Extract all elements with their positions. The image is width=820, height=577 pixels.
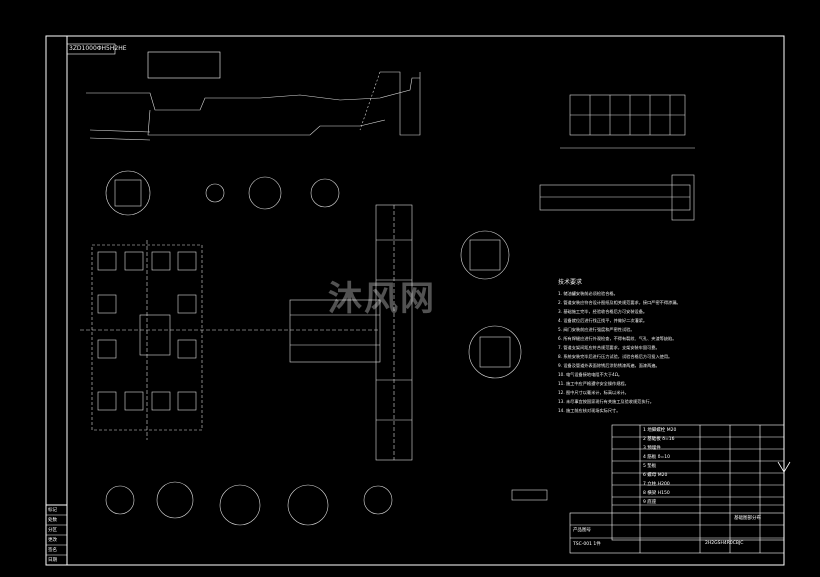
detail-views xyxy=(105,170,548,526)
note-line: 13. 未尽事宜按国家现行有关施工及验收规范执行。 xyxy=(558,399,654,404)
drawing-name: 基础图部分布 xyxy=(734,516,761,521)
drawing-number: 2H2GSH4R0CBJC xyxy=(705,541,744,546)
notes-title: 技术要求 xyxy=(558,279,583,286)
title-block-row: 6 螺母 M20 xyxy=(643,473,668,478)
revision-cell: 标记 xyxy=(48,508,57,513)
revision-cell: 分区 xyxy=(48,528,57,533)
note-line: 12. 图中尺寸以毫米计，标高以米计。 xyxy=(558,390,629,395)
revision-cell: 日期 xyxy=(48,558,57,563)
note-line: 6. 所有焊缝应进行外观检查，不得有裂纹、气孔、夹渣等缺陷。 xyxy=(558,336,677,341)
main-foundation-plan xyxy=(80,204,413,461)
title-block-row: 2 基础板 δ=16 xyxy=(643,437,675,442)
left-revision-table xyxy=(46,514,67,556)
product-label: 产品图号 xyxy=(573,528,591,533)
notes-list: 1. 储油罐安装前必须检验合格。 2. 管道安装应符合设计图纸及相关规范要求，接口… xyxy=(558,289,808,415)
drawing-code-label: 3ZD1000ΦH5H2HE xyxy=(69,45,127,52)
technical-notes: 技术要求 1. 储油罐安装前必须检验合格。 2. 管道安装应符合设计图纸及相关规范… xyxy=(558,278,808,415)
note-line: 11. 施工中应严格遵守安全操作规程。 xyxy=(558,381,629,386)
note-line: 2. 管道安装应符合设计图纸及相关规范要求，接口严密不得渗漏。 xyxy=(558,300,681,305)
title-block-row: 1 地脚螺栓 M20 xyxy=(643,428,677,433)
title-block-row: 3 预埋件 xyxy=(643,446,661,451)
note-line: 8. 系统安装完毕后进行压力试验，试验合格后方可投入使用。 xyxy=(558,354,673,359)
title-block-row: 8 横梁 H150 xyxy=(643,491,670,496)
title-block-row: 9 底座 xyxy=(643,500,657,505)
top-left-piping-view xyxy=(66,43,421,141)
note-line: 14. 施工前应核对现场实际尺寸。 xyxy=(558,408,621,413)
title-block-row: 7 立柱 H200 xyxy=(643,482,670,487)
watermark: 沐风网 xyxy=(328,279,436,319)
title-block-row: 5 垫板 xyxy=(643,464,657,469)
product-code: TSC-001 1件 xyxy=(573,542,601,547)
title-block xyxy=(569,424,785,554)
note-line: 5. 阀门安装前应进行强度和严密性试验。 xyxy=(558,327,635,332)
title-block-row: 4 筋板 δ=10 xyxy=(643,455,670,460)
drawing-frame xyxy=(45,35,785,566)
note-line: 1. 储油罐安装前必须检验合格。 xyxy=(558,291,618,296)
revision-cell: 处数 xyxy=(48,518,57,523)
note-line: 7. 管道支架间距应符合规范要求，支架安装牢固可靠。 xyxy=(558,345,660,350)
bottom-right-arrow-marker xyxy=(777,461,791,480)
note-line: 4. 设备就位后进行找正找平，并做好二次灌浆。 xyxy=(558,318,648,323)
note-line: 3. 基础施工完毕，经验收合格后方可安装设备。 xyxy=(558,309,648,314)
top-right-section-view xyxy=(539,94,695,221)
note-line: 10. 电气设备接地电阻不大于4Ω。 xyxy=(558,372,623,377)
revision-cell: 签名 xyxy=(48,548,57,553)
note-line: 9. 设备及管道外表面除锈后涂防锈漆两遍，面漆两遍。 xyxy=(558,363,660,368)
revision-cell: 更改 xyxy=(48,538,57,543)
